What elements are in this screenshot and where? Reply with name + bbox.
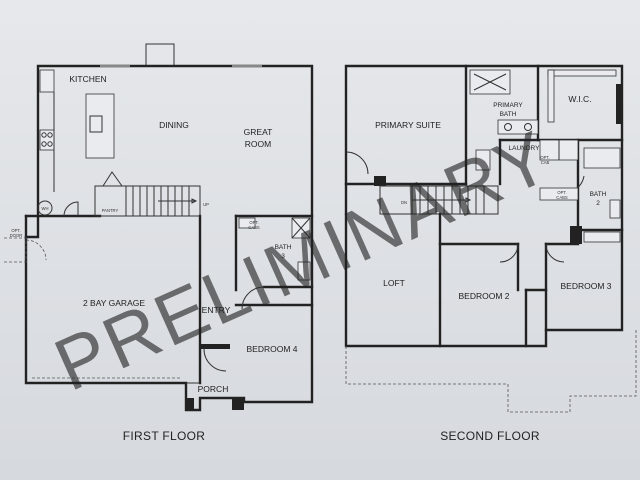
room-label-great-room-line2: ROOM [245, 139, 271, 149]
room-label-bath-3-line1: BATH [275, 244, 292, 251]
label-opt-cabs-line2: CABS [248, 225, 260, 230]
label-opt-cabs-line2: CABS [556, 195, 568, 200]
room-label-kitchen: KITCHEN [69, 74, 106, 84]
room-label-primary-bath-line1: PRIMARY [493, 102, 523, 109]
room-label-bath-3-line2: 3 [281, 253, 285, 260]
room-label-bath-2-line2: 2 [596, 200, 600, 207]
room-label-bedroom-2: BEDROOM 2 [458, 291, 509, 301]
label-opt-door-line2: DOOR [10, 233, 23, 238]
room-label-porch: PORCH [198, 384, 229, 394]
first-floor-plan [4, 43, 314, 412]
bath-2-tub-icon [583, 147, 621, 169]
kitchen-island [85, 93, 115, 159]
room-label-wic: W.I.C. [568, 94, 591, 104]
label-opt-cab-line2: CAB [541, 160, 550, 165]
bath-2-toilet-icon [609, 199, 621, 219]
label-opt-cab-line1: OPT. [540, 155, 549, 160]
room-label-bedroom-4: BEDROOM 4 [246, 344, 297, 354]
label-opt-door-line1: OPT. [11, 228, 20, 233]
room-label-dining: DINING [159, 120, 189, 130]
primary-toilet-icon [475, 149, 491, 171]
sink-icon [89, 115, 103, 133]
label-opt-cabs-line1: OPT. [557, 190, 566, 195]
room-label-garage: 2 BAY GARAGE [83, 298, 145, 308]
optional-door-outline [4, 237, 27, 263]
range-fixture [39, 129, 55, 151]
toilet-icon [297, 261, 311, 281]
label-opt-cabs-line1: OPT. [249, 220, 258, 225]
label-stair-up: UP [203, 202, 209, 207]
first-floor-outline-below [345, 330, 637, 413]
caption-first-floor: FIRST FLOOR [123, 429, 205, 443]
second-floor-plan [344, 64, 637, 413]
room-label-primary-suite: PRIMARY SUITE [375, 120, 441, 130]
preliminary-watermark: PRELIMINARY [43, 114, 564, 407]
caption-second-floor: SECOND FLOOR [440, 429, 540, 443]
room-label-entry: ENTRY [202, 305, 231, 315]
label-pantry: PANTRY [102, 208, 119, 213]
room-label-great-room-line1: GREAT [244, 127, 273, 137]
label-stair-down: DN [401, 200, 407, 205]
vent-box [145, 43, 175, 67]
water-heater-icon [37, 200, 53, 216]
room-label-primary-bath-line2: BATH [500, 111, 517, 118]
room-label-bath-2-line1: BATH [590, 191, 607, 198]
room-label-loft: LOFT [383, 278, 405, 288]
label-water-heater: WH [42, 206, 49, 211]
room-label-laundry: LAUNDRY [509, 145, 541, 152]
room-label-bedroom-3: BEDROOM 3 [560, 281, 611, 291]
